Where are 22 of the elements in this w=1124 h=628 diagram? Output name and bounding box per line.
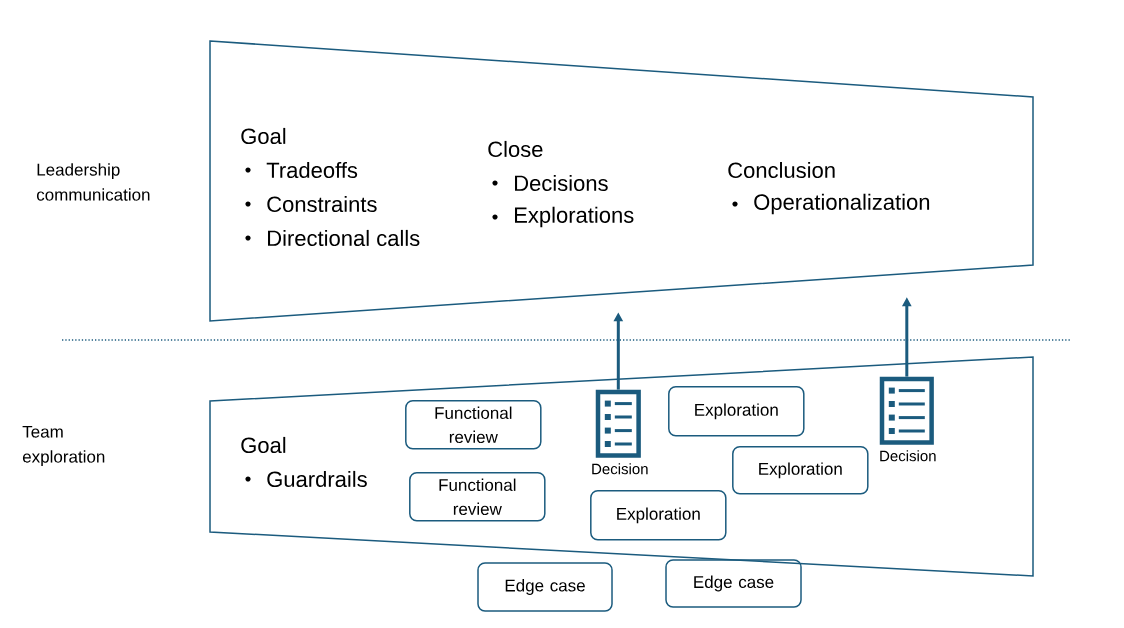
bullet-item: Directional calls xyxy=(245,229,420,247)
bullet-item: Explorations xyxy=(492,206,634,228)
rounded-box: Exploration xyxy=(590,490,727,541)
heading: Conclusion xyxy=(728,161,835,179)
side-label: Team exploration xyxy=(22,425,105,467)
bullet-item: Decisions xyxy=(492,174,608,192)
bullet-item: Guardrails xyxy=(245,470,367,488)
bullet-item: Constraints xyxy=(245,195,377,213)
side-label: Leadership communication xyxy=(36,163,150,201)
rounded-box: Edge case xyxy=(665,559,802,608)
rounded-box: Functional review xyxy=(405,400,542,450)
bullet-item: Operationalization xyxy=(732,193,930,215)
rounded-box: Exploration xyxy=(668,386,805,437)
bullet-item: Tradeoffs xyxy=(245,161,358,179)
heading: Goal xyxy=(241,127,286,145)
icon-caption: Decision xyxy=(592,463,648,475)
icon-caption: Decision xyxy=(880,450,936,462)
rounded-box: Exploration xyxy=(732,446,869,495)
heading: Goal xyxy=(241,436,286,454)
rounded-box: Functional review xyxy=(409,472,546,522)
rounded-box: Edge case xyxy=(477,562,613,612)
heading: Close xyxy=(488,140,543,158)
